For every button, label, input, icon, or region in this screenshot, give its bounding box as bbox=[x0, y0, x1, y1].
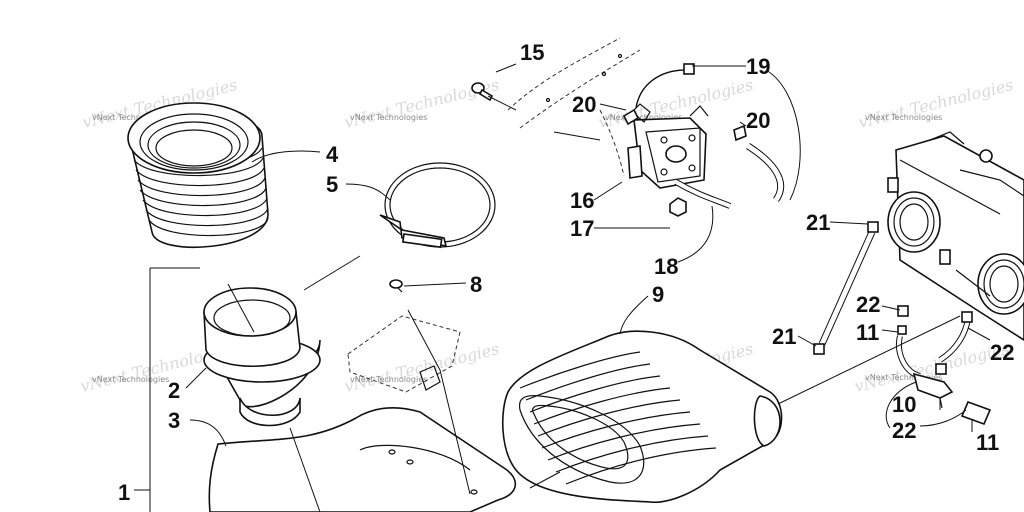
callout-18: 18 bbox=[654, 254, 678, 279]
short-hose bbox=[960, 400, 992, 426]
intake-adapter bbox=[203, 287, 321, 427]
fuel-hose-lower bbox=[674, 179, 732, 209]
bellows-boot bbox=[127, 102, 269, 248]
callout-11: 11 bbox=[976, 430, 999, 455]
callout-19: 19 bbox=[746, 54, 770, 79]
callout-22: 22 bbox=[856, 292, 880, 317]
callout-2: 2 bbox=[168, 378, 180, 403]
watermark-ghost: vNext Technologies bbox=[856, 75, 1015, 132]
callout-10: 10 bbox=[892, 392, 916, 417]
watermark: vNext Technologies bbox=[865, 373, 942, 382]
hose-clamp-small bbox=[622, 108, 747, 142]
watermark: vNext Technologies bbox=[92, 375, 169, 384]
watermark: vNext Technologies bbox=[865, 113, 942, 122]
callout-22: 22 bbox=[892, 418, 916, 443]
callout-21: 21 bbox=[806, 210, 830, 235]
callout-3: 3 bbox=[168, 408, 180, 433]
fuel-hose-upper bbox=[635, 63, 695, 109]
callout-22: 22 bbox=[990, 340, 1014, 365]
hex-nut bbox=[669, 197, 687, 217]
vent-hose-left bbox=[813, 221, 879, 355]
hose-clamp bbox=[379, 162, 496, 249]
screw-bracket bbox=[347, 279, 461, 393]
callout-9: 9 bbox=[652, 282, 664, 307]
callout-16: 16 bbox=[570, 188, 594, 213]
watermark: vNext Technologies bbox=[92, 113, 169, 122]
callout-20: 20 bbox=[572, 92, 596, 117]
intake-boot bbox=[501, 330, 783, 503]
watermark-ghost: vNext Technologies bbox=[342, 339, 501, 396]
callout-21: 21 bbox=[772, 324, 796, 349]
vent-hose-right bbox=[896, 305, 973, 379]
callout-17: 17 bbox=[570, 216, 594, 241]
tee-fitting bbox=[912, 372, 954, 409]
watermark: vNext Technologies bbox=[605, 113, 682, 122]
callout-labels: 1 2 3 4 5 8 9 10 11 11 11 15 16 17 18 19… bbox=[118, 40, 1014, 505]
airbox-lower bbox=[208, 406, 517, 512]
callout-20: 20 bbox=[746, 108, 770, 133]
callout-5: 5 bbox=[326, 172, 338, 197]
callout-15: 15 bbox=[520, 40, 544, 65]
watermark: vNext Technologies bbox=[350, 375, 427, 384]
callout-8: 8 bbox=[470, 272, 482, 297]
watermark: vNext Technologies bbox=[350, 113, 427, 122]
fuel-hose-right bbox=[746, 143, 785, 203]
callout-11: 11 bbox=[856, 320, 879, 345]
callout-1: 1 bbox=[118, 480, 130, 505]
leader-lines bbox=[134, 63, 991, 512]
callout-4: 4 bbox=[326, 142, 339, 167]
carburetor-assembly bbox=[887, 131, 1024, 341]
fuel-pump bbox=[627, 103, 709, 189]
pump-bracket-outline bbox=[507, 37, 641, 177]
mount-screw bbox=[471, 82, 494, 102]
